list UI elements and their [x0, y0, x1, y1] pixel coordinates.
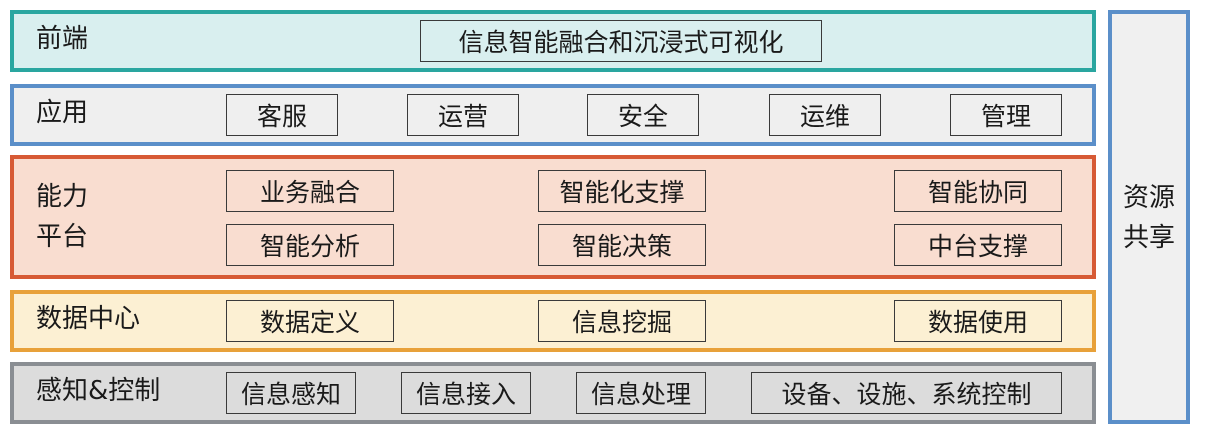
layer-capability [10, 155, 1096, 279]
side-panel-label-line1: 资源 [1122, 183, 1175, 213]
capability-item-middle-platform: 中台支撑 [894, 224, 1062, 266]
layer-data-center-label: 数据中心 [36, 304, 141, 334]
layer-sensing-control-label: 感知&控制 [36, 376, 161, 406]
sensing-item-device-control: 设备、设施、系统控制 [751, 372, 1062, 414]
capability-item-intelligent-analysis: 智能分析 [226, 224, 394, 266]
app-item-maintenance: 运维 [769, 94, 881, 136]
layer-capability-label-line2: 平台 [36, 222, 89, 252]
side-panel-resource-sharing [1108, 10, 1190, 424]
data-item-usage: 数据使用 [894, 300, 1062, 342]
side-panel-label-line2: 共享 [1122, 223, 1175, 253]
sensing-item-perception: 信息感知 [226, 372, 356, 414]
sensing-item-access: 信息接入 [401, 372, 531, 414]
layer-application-label: 应用 [36, 98, 89, 128]
layer-capability-label-line1: 能力 [36, 182, 89, 212]
data-item-mining: 信息挖掘 [538, 300, 706, 342]
capability-item-intelligent-collab: 智能协同 [894, 170, 1062, 212]
data-item-definition: 数据定义 [226, 300, 394, 342]
layer-frontend-label: 前端 [36, 24, 89, 54]
capability-item-intelligent-support: 智能化支撑 [538, 170, 706, 212]
capability-item-intelligent-decision: 智能决策 [538, 224, 706, 266]
sensing-item-processing: 信息处理 [576, 372, 706, 414]
app-item-customer-service: 客服 [226, 94, 338, 136]
layer-application [10, 84, 1096, 146]
app-item-security: 安全 [587, 94, 699, 136]
app-item-management: 管理 [950, 94, 1062, 136]
capability-item-business-fusion: 业务融合 [226, 170, 394, 212]
frontend-item-visualization: 信息智能融合和沉浸式可视化 [420, 20, 822, 62]
app-item-operations: 运营 [407, 94, 519, 136]
